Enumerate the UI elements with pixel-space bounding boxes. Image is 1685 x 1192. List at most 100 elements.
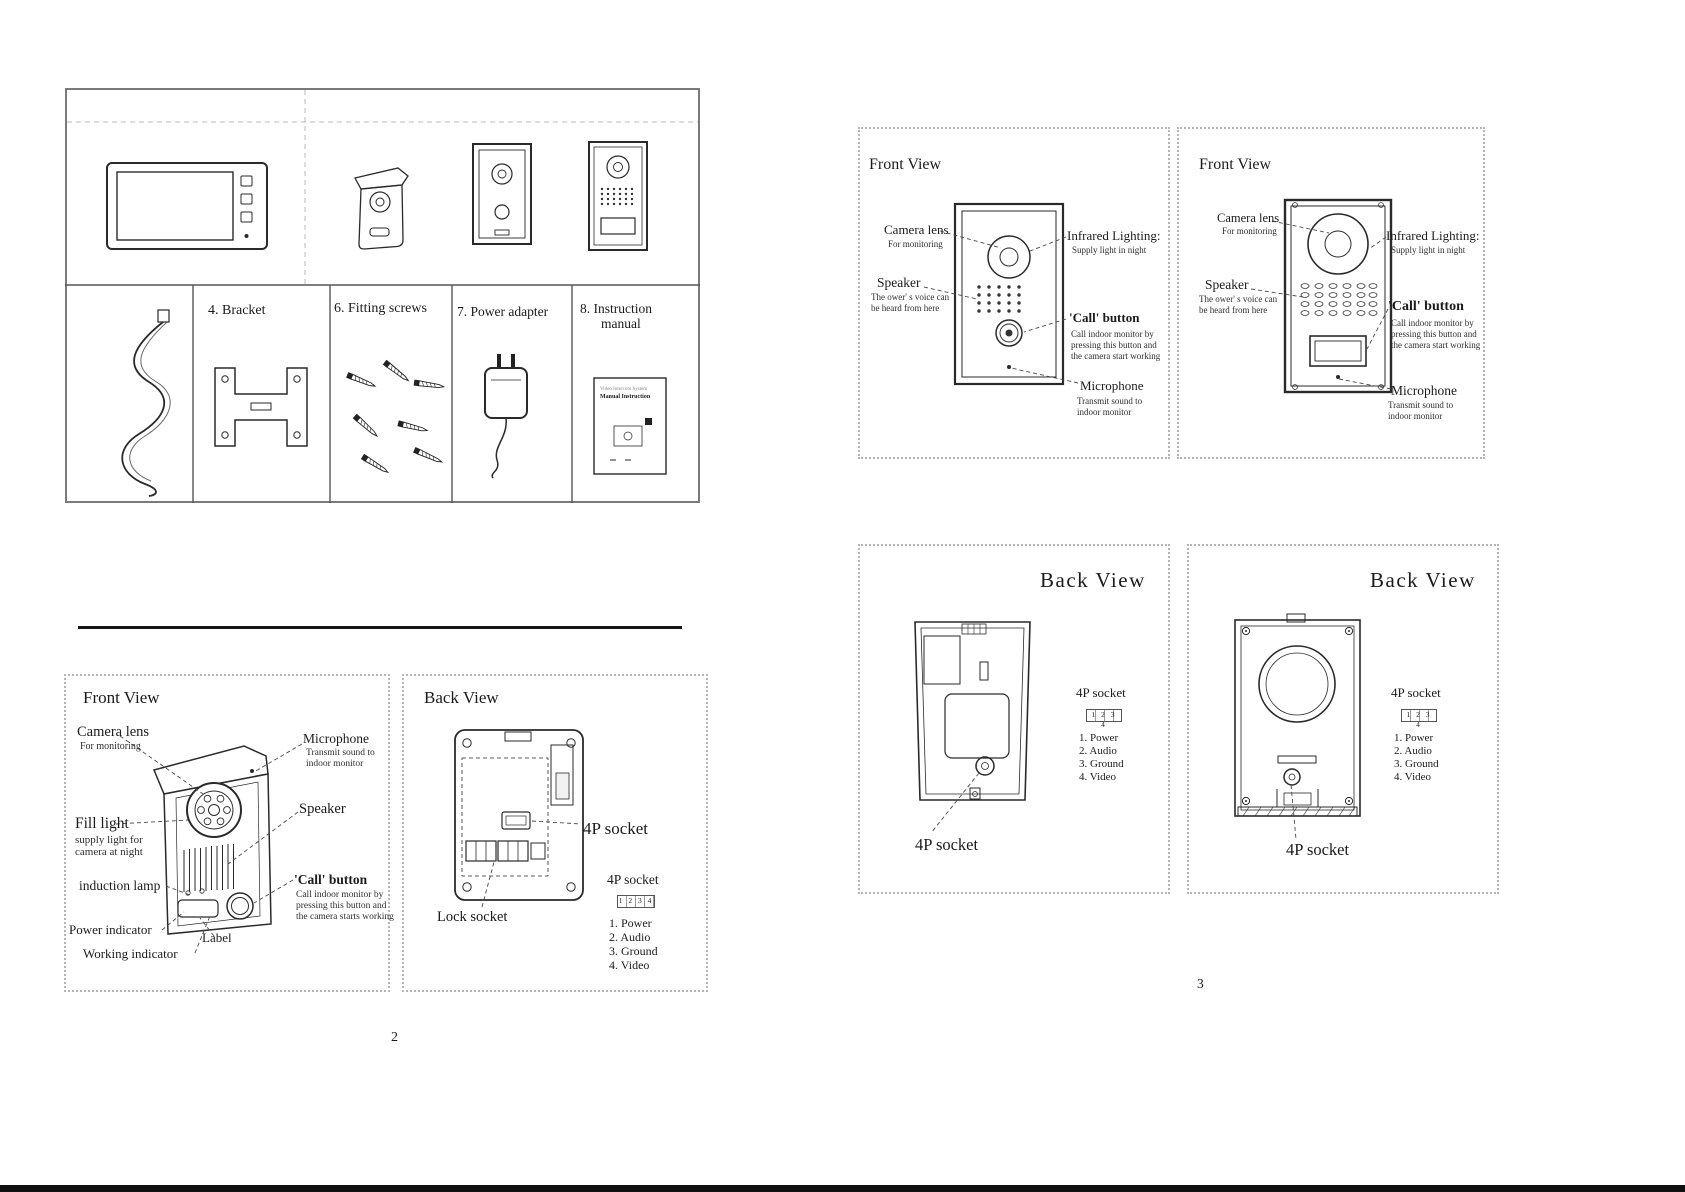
screws-illustration: [345, 359, 445, 476]
microphone-a-sublabel-1: Transmit sound to: [1077, 396, 1143, 406]
microphone-b-sublabel-1: Transmit sound to: [1388, 400, 1454, 410]
hatch-lines: [1242, 806, 1356, 817]
socket-pins-diagram: 1 2 3 4: [617, 895, 655, 908]
socket-detail-a-title: 4P socket: [1076, 685, 1126, 700]
socket-callout-b-label: 4P socket: [1286, 840, 1350, 859]
panel-unit-illustration: [588, 141, 648, 251]
speaker-a-label: Speaker: [877, 275, 921, 290]
call-button-sublabel-1: Call indoor monitor by: [296, 890, 384, 900]
pin-2-b-label: 2. Audio: [1394, 745, 1432, 757]
page-number-right: 3: [1197, 976, 1204, 991]
call-button-b-sublabel-3: the camera start working: [1391, 340, 1481, 350]
front-view-box-b: [1177, 127, 1485, 459]
back-view-box-page2: [402, 674, 708, 992]
flush-unit-illustration: [472, 143, 532, 245]
scan-bottom-edge: [0, 1185, 1685, 1192]
microphone-sublabel-2: indoor monitor: [306, 759, 364, 769]
microphone-a-sublabel-2: indoor monitor: [1077, 407, 1132, 417]
speaker-a-sublabel-2: be heard from here: [871, 303, 940, 313]
front-view-a-title: Front View: [869, 156, 942, 173]
pin-4-a-label: 4. Video: [1079, 771, 1117, 783]
socket-pins-a-diagram: 1 2 3 4: [1086, 709, 1122, 729]
front-view-title-page2: Front View: [83, 688, 160, 707]
speaker-holes: [600, 187, 634, 206]
cable-illustration: [121, 309, 171, 497]
packing-item-manual-label-line2: manual: [601, 316, 641, 331]
pin-3-label: 3. Ground: [609, 944, 658, 958]
call-button-sublabel-3: the camera starts working: [296, 912, 394, 922]
packing-contents-diagram: [65, 90, 700, 503]
speaker-b-sublabel-2: be heard from here: [1199, 305, 1268, 315]
call-button-a-sublabel-1: Call indoor monitor by: [1071, 329, 1154, 339]
doorbell-front-diagram: [115, 735, 303, 954]
packing-item-screws-label: 6. Fitting screws: [334, 301, 427, 316]
door-station-a-back-diagram: [914, 621, 1031, 834]
door-station-b-back-diagram: [1234, 613, 1361, 840]
speaker-label: Speaker: [299, 801, 346, 817]
manual-illustration: [593, 377, 667, 475]
speaker-holes: [977, 285, 1021, 313]
call-button-a-sublabel-2: pressing this button and: [1071, 340, 1157, 350]
packing-item-bracket-label: 4. Bracket: [208, 303, 266, 318]
packing-item-adapter-label: 7. Power adapter: [457, 304, 549, 319]
doorbell-back-diagram: [454, 729, 584, 908]
pin-2-label: 2. Audio: [609, 930, 651, 944]
pin-1-a-label: 1. Power: [1079, 732, 1119, 744]
fill-light-sublabel-2: camera at night: [75, 846, 143, 858]
door-station-b-front-diagram: [1250, 198, 1393, 394]
call-button-b-label: 'Call' button: [1388, 299, 1464, 314]
camera-lens-b-label: Camera lens: [1217, 211, 1280, 225]
packing-item-manual-label-line1: 8. Instruction: [580, 301, 652, 316]
door-station-a-front-diagram: [923, 202, 1079, 386]
infrared-b-sublabel: Supply light in night: [1391, 245, 1466, 255]
socket-callout-a-label: 4P socket: [915, 835, 979, 854]
call-button-label: 'Call' button: [294, 872, 368, 887]
back-view-a-title: Back View: [1040, 568, 1146, 592]
infrared-a-sublabel: Supply light in night: [1072, 245, 1147, 255]
speaker-holes: [1300, 283, 1378, 316]
camera-lens-a-sublabel: For monitoring: [888, 239, 943, 249]
leader-lines: [115, 735, 303, 954]
call-button-a-label: 'Call' button: [1069, 310, 1140, 325]
bracket-illustration: [214, 367, 308, 447]
socket-detail-b-title: 4P socket: [1391, 685, 1441, 700]
camera-lens-label: Camera lens: [77, 724, 150, 740]
back-view-title-page2: Back View: [424, 688, 499, 707]
pin-1-label: 1. Power: [609, 916, 652, 930]
microphone-label: Microphone: [303, 731, 369, 746]
fill-light-label: Fill light: [75, 815, 129, 832]
adapter-illustration: [484, 354, 528, 479]
lock-socket-label: Lock socket: [437, 909, 508, 925]
outdoor-unit-illustration: [354, 167, 409, 250]
pin-4-label: 4. Video: [609, 958, 650, 972]
back-view-b-title: Back View: [1370, 568, 1476, 592]
pin-4-b-label: 4. Video: [1394, 771, 1432, 783]
front-view-box-page2: [64, 674, 390, 992]
power-indicator-label: Power indicator: [69, 922, 152, 937]
page-number-left: 2: [391, 1030, 398, 1045]
socket-pins-b-diagram: 1 2 3 4: [1401, 709, 1437, 729]
fill-light-sublabel-1: supply light for: [75, 834, 143, 846]
front-view-b-title: Front View: [1199, 156, 1272, 173]
label-label: Label: [202, 930, 232, 945]
induction-lamp-label: induction lamp: [79, 878, 161, 893]
front-view-box-a: [858, 127, 1170, 459]
back-view-box-b: [1187, 544, 1499, 894]
microphone-b-sublabel-2: indoor monitor: [1388, 411, 1443, 421]
pin-3-b-label: 3. Ground: [1394, 758, 1439, 770]
speaker-grille: [183, 844, 234, 892]
monitor-illustration: [106, 162, 268, 250]
infrared-b-label: Infrared Lighting:: [1386, 228, 1480, 243]
pin-3-a-label: 3. Ground: [1079, 758, 1124, 770]
manual-cover-subtitle: Manual Instruction: [600, 394, 651, 400]
back-view-box-a: [858, 544, 1170, 894]
leader-lines: [1290, 784, 1297, 840]
call-button-b-sublabel-2: pressing this button and: [1391, 329, 1477, 339]
pin-1-b-label: 1. Power: [1394, 732, 1434, 744]
socket-detail-title: 4P socket: [607, 872, 659, 887]
working-indicator-label: Working indicator: [83, 946, 178, 961]
socket-callout-label: 4P socket: [583, 819, 649, 838]
speaker-b-sublabel-1: The ower' s voice can: [1199, 294, 1278, 304]
camera-lens-a-label: Camera lens: [884, 222, 949, 237]
